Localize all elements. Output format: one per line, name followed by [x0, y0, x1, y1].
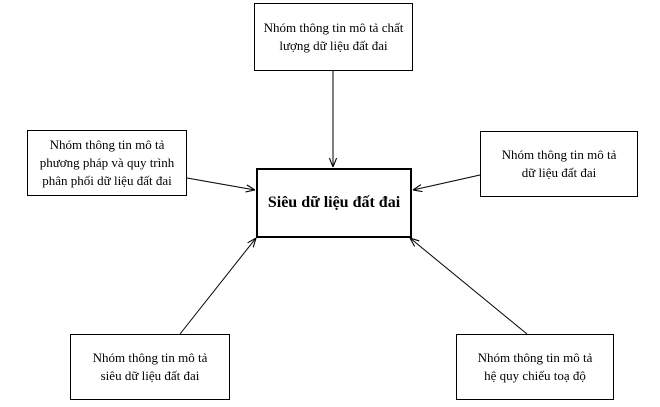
node-quality-info-line-2: lượng dữ liệu đất đai [279, 38, 388, 53]
node-distribution-info-line-3: phân phối dữ liệu đất đai [42, 173, 172, 188]
node-metadata-info: Nhóm thông tin mô tả siêu dữ liệu đất đa… [70, 334, 230, 400]
node-metadata-info-line-2: siêu dữ liệu đất đai [100, 368, 200, 383]
node-data-description-info: Nhóm thông tin mô tả dữ liệu đất đai [480, 131, 638, 197]
node-data-description-info-line-2: dữ liệu đất đai [521, 165, 597, 180]
node-reference-system-info-line-1: Nhóm thông tin mô tả [477, 350, 593, 365]
node-reference-system-info-line-2: hệ quy chiếu toạ độ [484, 368, 586, 383]
arrow-right-to-center [413, 174, 481, 190]
arrow-left-to-center [186, 177, 255, 190]
node-quality-info-line-1: Nhóm thông tin mô tả chất [263, 20, 404, 35]
node-quality-info: Nhóm thông tin mô tả chất lượng dữ liệu … [254, 3, 413, 71]
arrow-botleft-to-center [179, 238, 256, 335]
node-metadata-info-line-1: Nhóm thông tin mô tả [92, 350, 208, 365]
node-distribution-info-line-2: phương pháp và quy trình [39, 155, 175, 170]
center-node-label: Siêu dữ liệu đất đai [267, 194, 401, 211]
node-reference-system-info: Nhóm thông tin mô tả hệ quy chiếu toạ độ [456, 334, 614, 400]
node-distribution-info: Nhóm thông tin mô tả phương pháp và quy … [27, 130, 187, 196]
center-node: Siêu dữ liệu đất đai [256, 168, 412, 238]
arrow-botright-to-center [410, 238, 528, 335]
node-data-description-info-line-1: Nhóm thông tin mô tả [501, 147, 617, 162]
node-distribution-info-line-1: Nhóm thông tin mô tả [49, 137, 165, 152]
